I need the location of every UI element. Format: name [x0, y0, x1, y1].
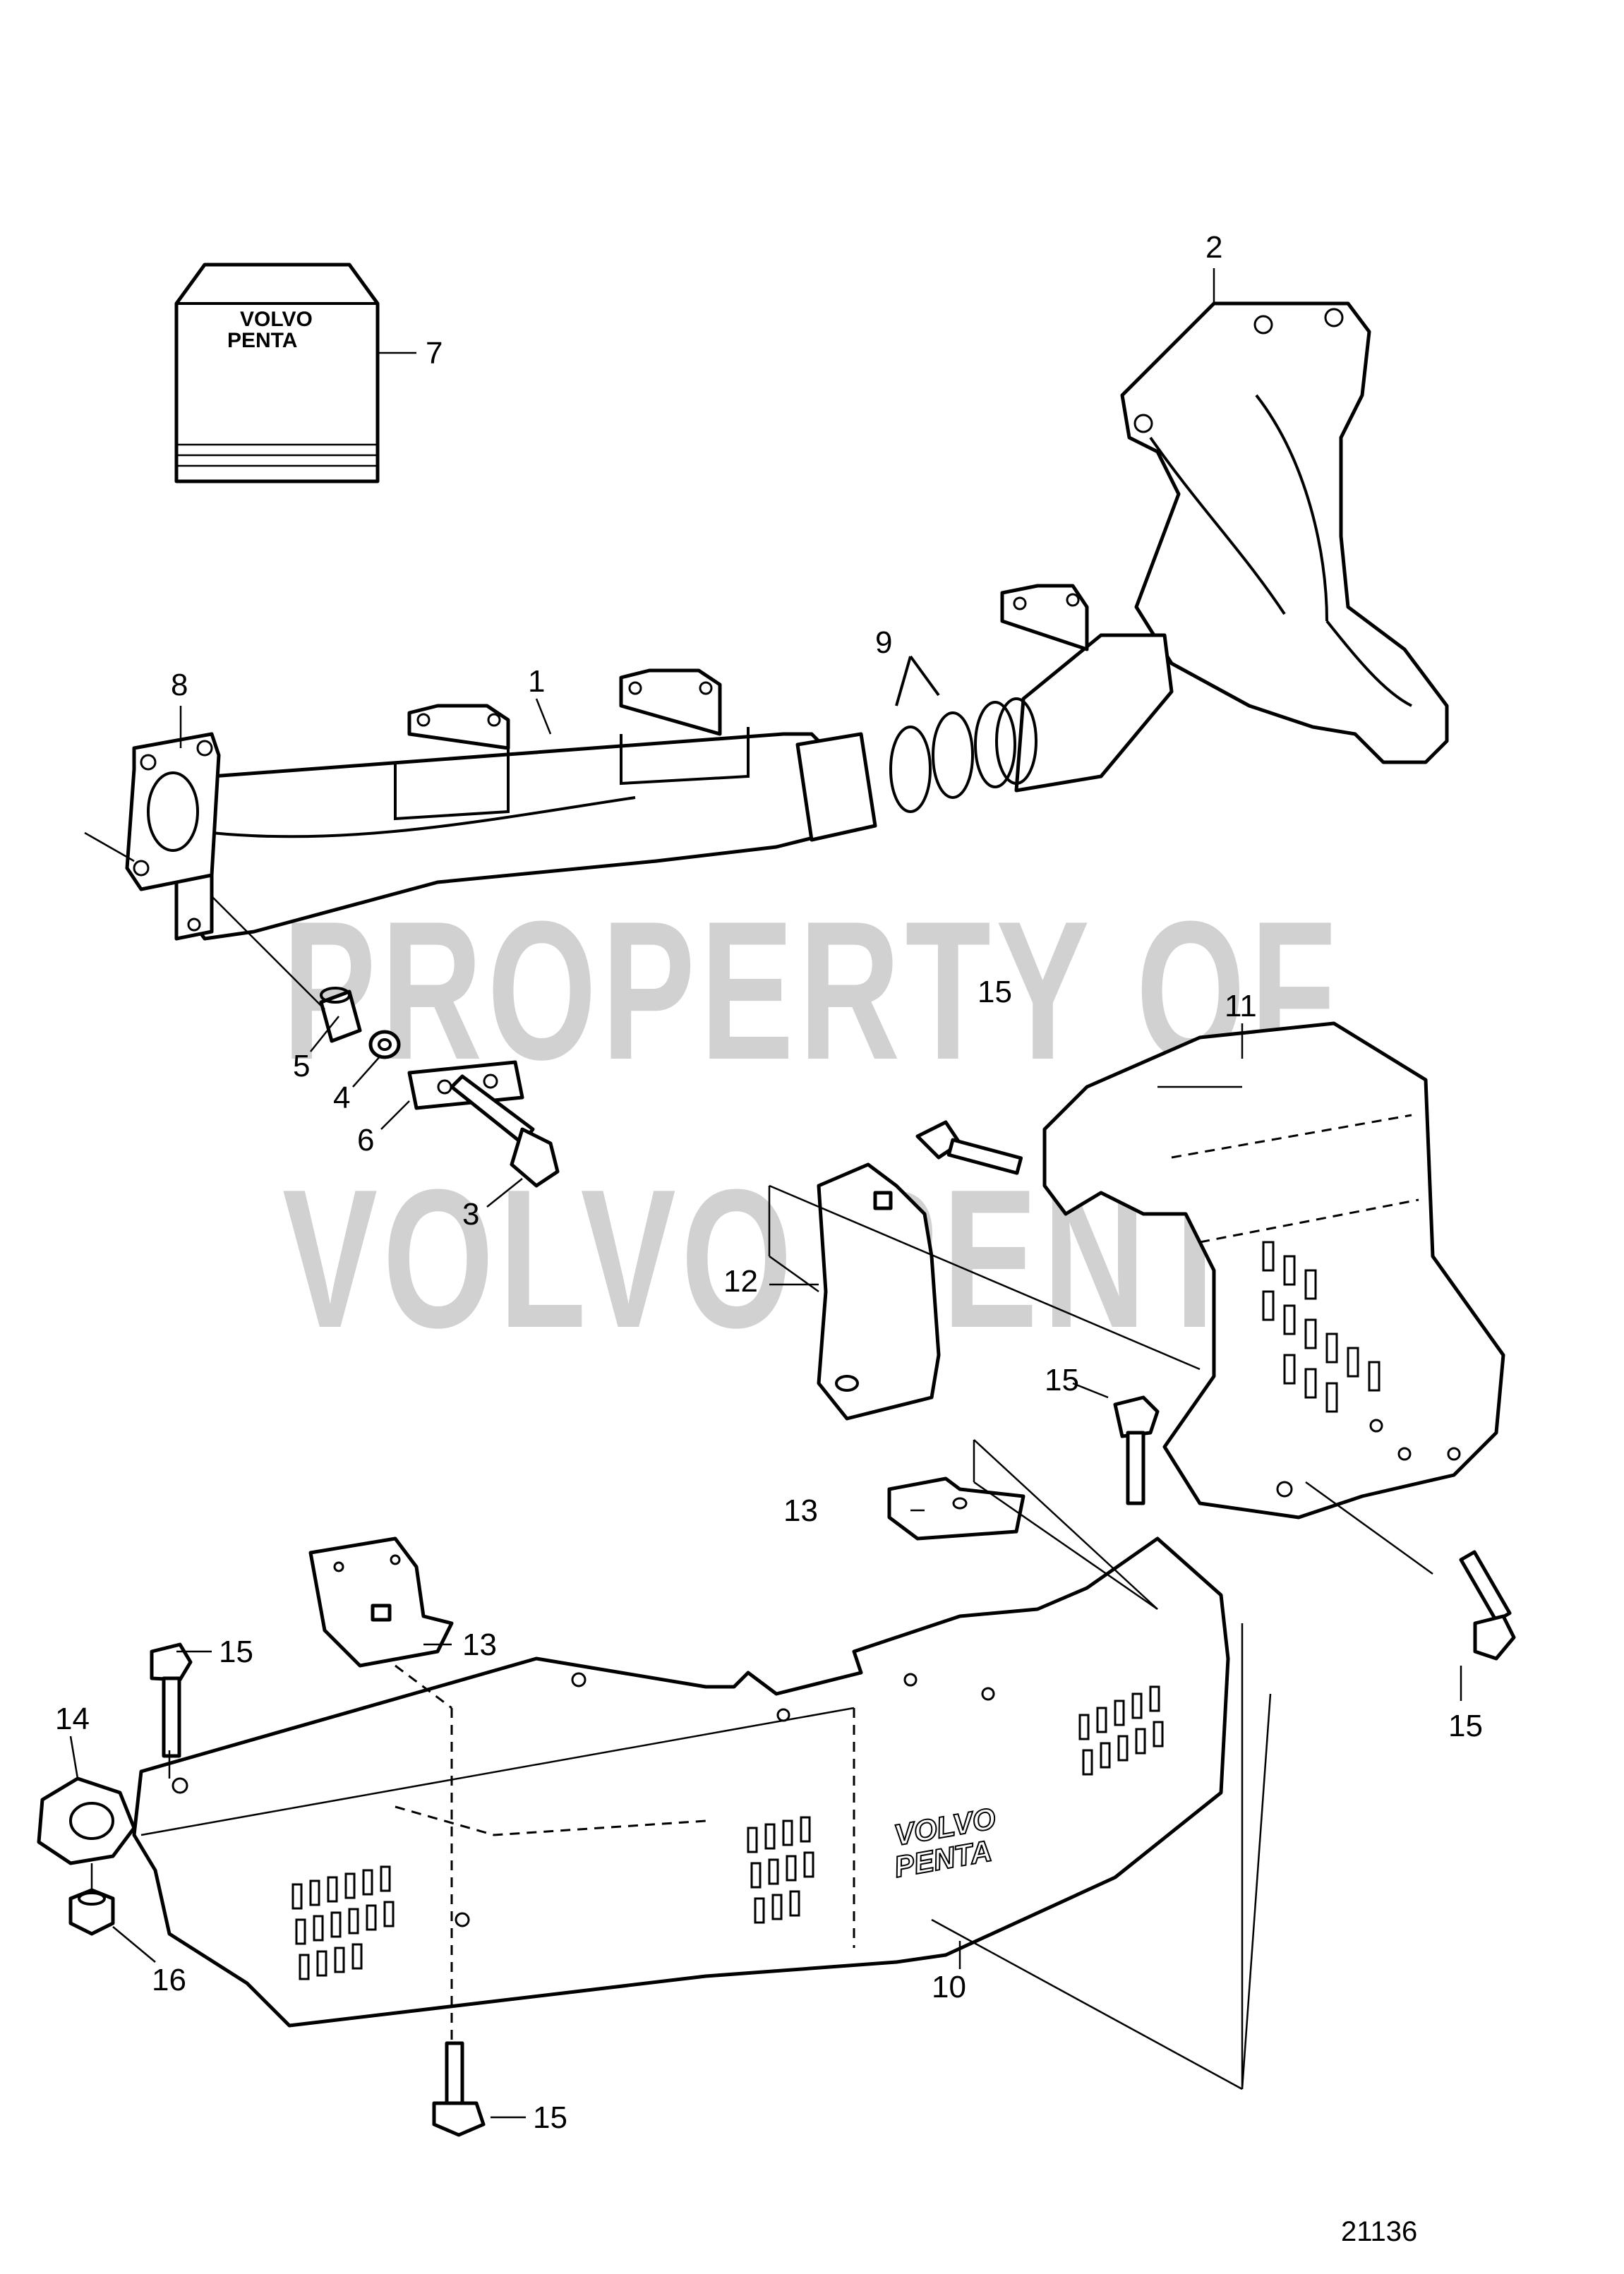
part-12-bracket [817, 1162, 941, 1421]
shield-11-vent-slots [1262, 1241, 1381, 1413]
callout-13-left: 13 [462, 1628, 497, 1662]
callout-15-middle: 15 [1045, 1363, 1079, 1397]
part-13-clip-left [308, 1536, 454, 1668]
part-7-gasket-kit-package: VOLVO PENTA [174, 263, 380, 483]
part-3-bolt [450, 1074, 560, 1188]
callout-16: 16 [152, 1963, 186, 1997]
callout-8: 8 [171, 668, 188, 702]
part-9-sealing-rings [889, 655, 1037, 813]
part-14-clip [37, 1776, 136, 1865]
callout-11: 11 [1225, 989, 1257, 1023]
part-16-nut [68, 1888, 115, 1936]
leader-lines [69, 268, 1462, 2119]
callout-15-right: 15 [1448, 1709, 1483, 1743]
callout-10: 10 [932, 1970, 966, 2004]
part-5-spacer [319, 987, 362, 1043]
callout-1: 1 [528, 664, 545, 699]
part-15-bolt-left [150, 1642, 193, 1758]
part-2-exhaust-elbow [1120, 301, 1449, 764]
shield-10-vent-slots [291, 1685, 1164, 1980]
callout-15-top: 15 [978, 975, 1012, 1009]
part-15-bolt-middle [1113, 1395, 1160, 1505]
callout-14: 14 [55, 1702, 90, 1736]
package-brand-line-2: PENTA [227, 329, 297, 352]
callout-2: 2 [1205, 230, 1222, 265]
callout-15-bottom: 15 [533, 2100, 567, 2135]
callout-12: 12 [723, 1264, 758, 1299]
callout-6: 6 [357, 1123, 374, 1157]
part-8-gasket [84, 732, 221, 891]
callout-7: 7 [426, 336, 443, 371]
part-13-clip-right [887, 1476, 1025, 1541]
part-15-bolt-bottom [432, 2041, 486, 2137]
callout-13-right: 13 [783, 1493, 818, 1528]
callout-15-left: 15 [219, 1635, 253, 1669]
part-15-bolt-top [915, 1120, 1023, 1175]
package-brand-line-1: VOLVO [240, 308, 313, 331]
part-10-heat-shield-lower [132, 1536, 1230, 2028]
callout-5: 5 [293, 1049, 310, 1083]
callout-4: 4 [333, 1081, 350, 1115]
callout-3: 3 [462, 1197, 479, 1232]
callout-9: 9 [875, 625, 892, 660]
figure-number: 21136 [1341, 2216, 1417, 2247]
callout-labels: 1 2 3 4 5 6 7 8 9 10 11 12 13 13 14 15 1… [55, 230, 1483, 2135]
part-15-bolt-right [1459, 1550, 1516, 1661]
part-4-washer [368, 1030, 401, 1059]
